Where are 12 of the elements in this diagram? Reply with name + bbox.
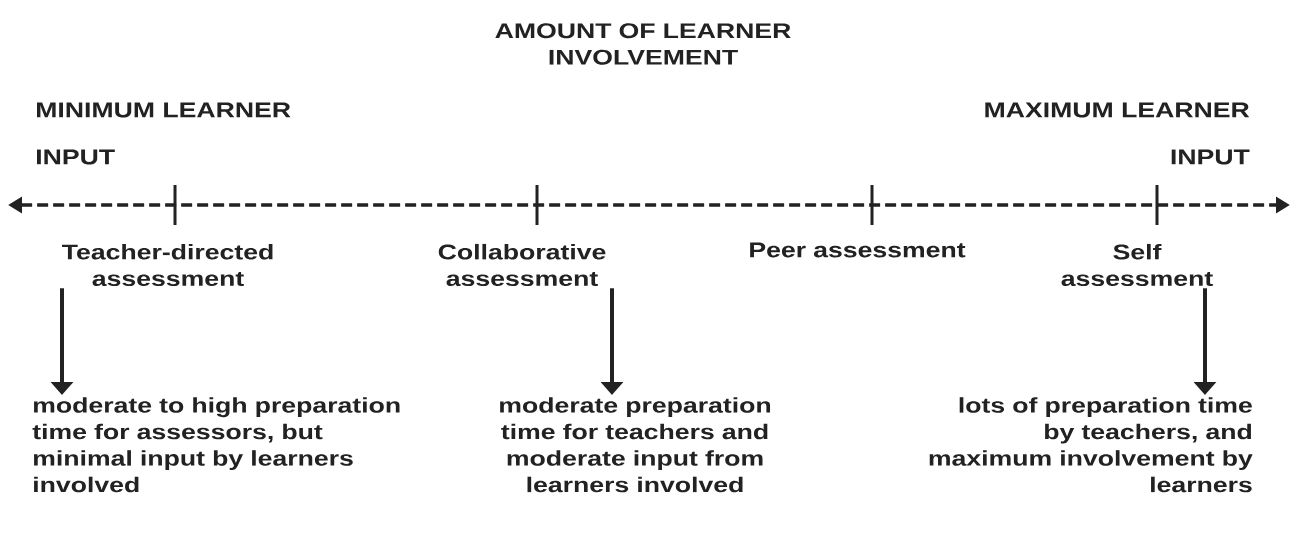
scale-end-label: INPUT [37,149,115,165]
description-text: moderate preparation time for teachers and moderate input from learners involved [500,397,771,493]
category-label: Teacher-directed assessment [62,243,273,287]
category-label: Self assessment [1061,243,1213,287]
category-label: Collaborative assessment [438,243,606,287]
scale-end-label: MINIMUM LEARNER [37,102,291,118]
description-text: lots of preparation time by teachers, and maximum involvement by learners [929,397,1253,493]
scale-end-label: INPUT [1171,149,1250,165]
scale-end-label: MAXIMUM LEARNER [985,102,1250,118]
description-text: moderate to high preparation time for assessors, but minimal input by learners involved [32,397,400,493]
title: AMOUNT OF LEARNER INVOLVEMENT [495,23,791,65]
category-label: Peer assessment [750,242,966,258]
